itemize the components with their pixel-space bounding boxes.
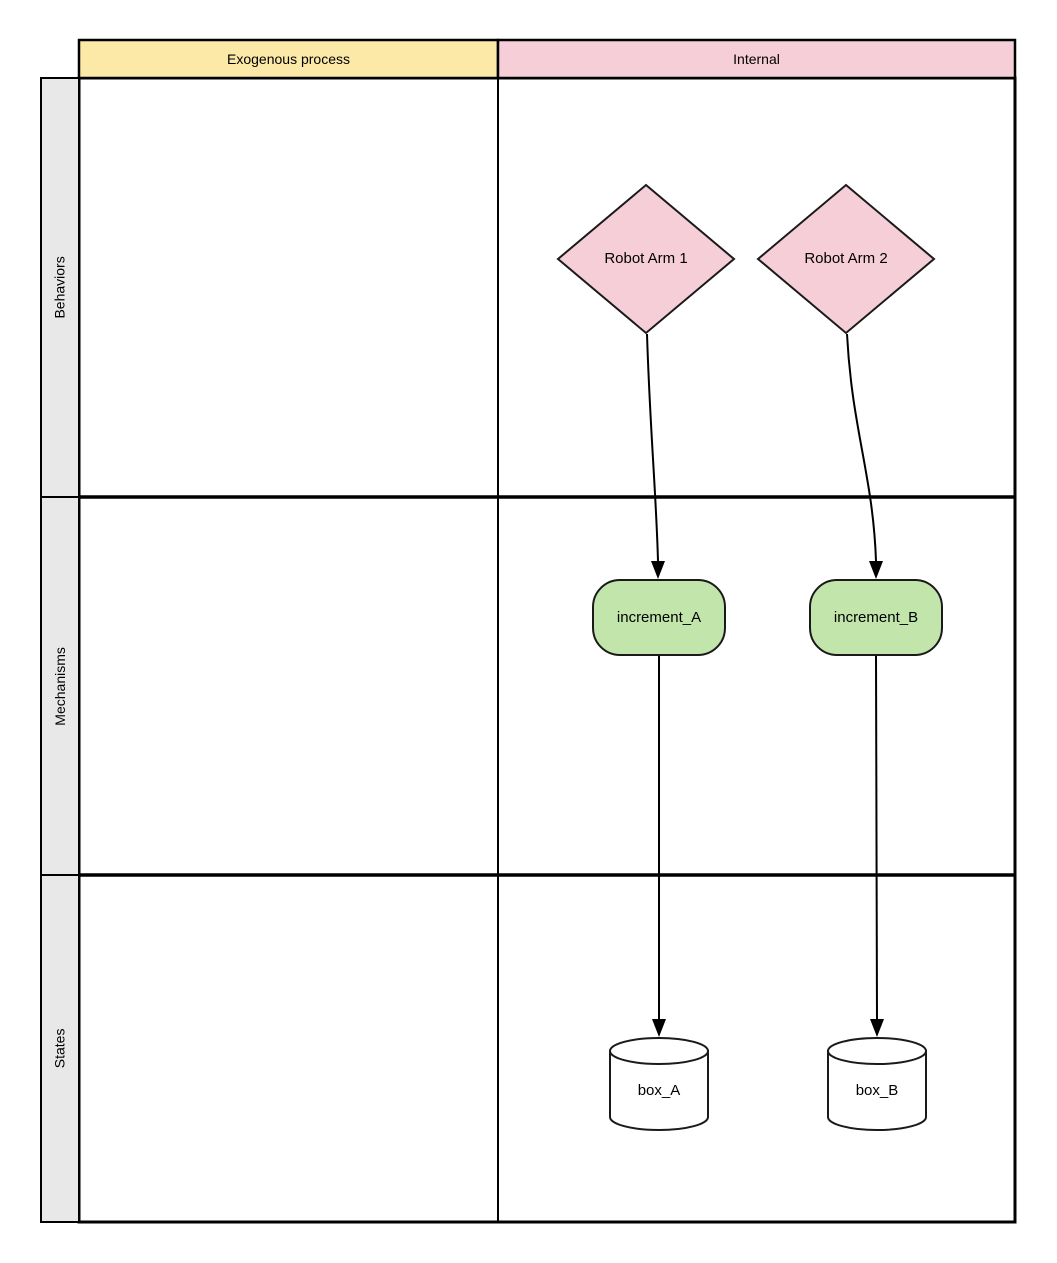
column-header-exogenous-process[interactable] xyxy=(77,38,500,80)
column-header-internal[interactable] xyxy=(496,38,1017,80)
edge-line[interactable] xyxy=(646,333,659,562)
node-box-b-cylinder[interactable] xyxy=(827,1037,927,1131)
edge-line[interactable] xyxy=(846,333,877,562)
edge-line[interactable] xyxy=(875,654,878,1021)
node-robot-arm-2-diamond[interactable] xyxy=(756,183,936,335)
cylinder-body[interactable] xyxy=(609,1050,709,1131)
edge-increment-b-to-box-b[interactable] xyxy=(870,654,884,1037)
node-increment-b-rounded-rect[interactable] xyxy=(809,579,943,656)
edge-robot-arm-1-to-increment-a[interactable] xyxy=(646,333,665,579)
cylinder-top[interactable] xyxy=(827,1037,927,1065)
node-robot-arm-1-diamond[interactable] xyxy=(556,183,736,335)
row-header-mechanisms[interactable] xyxy=(40,496,80,876)
edge-increment-a-to-box-a[interactable] xyxy=(652,655,666,1037)
cylinder-body[interactable] xyxy=(827,1050,927,1131)
row-header-behaviors[interactable] xyxy=(40,77,80,498)
arrowhead-icon xyxy=(651,561,665,579)
row-header-states[interactable] xyxy=(40,874,80,1223)
edge-robot-arm-2-to-increment-b[interactable] xyxy=(846,333,883,579)
arrowhead-icon xyxy=(869,561,883,579)
cylinder-top[interactable] xyxy=(609,1037,709,1065)
arrowhead-icon xyxy=(870,1019,884,1037)
node-box-a-cylinder[interactable] xyxy=(609,1037,709,1131)
node-increment-a-rounded-rect[interactable] xyxy=(592,579,726,656)
arrowhead-icon xyxy=(652,1019,666,1037)
